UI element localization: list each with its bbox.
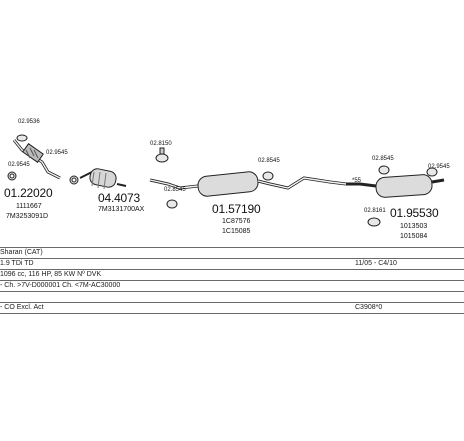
hanger-part-2 [166,199,178,209]
table-row: - CO Excl. Act C3908*0 [0,303,464,314]
hanger-part-3 [262,171,274,181]
hanger-part-4 [378,165,390,175]
hanger-part-5 [426,167,438,177]
vehicle-cell: Sharan (CAT) [0,249,43,256]
clamp-part-2 [69,175,79,185]
part-ref-label: 02.8545 [164,187,186,193]
vehicle-cell: - CO Excl. Act [0,304,44,311]
hanger-part-1 [155,147,169,163]
table-row: Sharan (CAT) [0,247,464,259]
front-pipe-part [12,139,61,180]
oem-number: 1015084 [400,233,428,240]
table-row [0,292,464,303]
vehicle-cell: - Ch. >7V-D000001 Ch. <7M-AC30000 [0,282,121,289]
catalytic-converter-part [79,168,127,190]
part-ref-label: 02.9536 [18,119,40,125]
part-number: 04.4073 [98,191,140,205]
part-ref-label: 02.9545 [428,164,450,170]
part-ref-label: 02.9545 [46,150,68,156]
oem-number: 1111667 [16,203,42,210]
rear-muffler-part [346,174,445,198]
vehicle-cell: 1.9 TDi TD [0,260,34,267]
oem-number: 1C87576 [222,218,251,225]
part-number: 01.95530 [390,206,439,220]
center-muffler-part [149,171,347,197]
gasket-part-1 [16,134,28,142]
table-row: - Ch. >7V-D000001 Ch. <7M-AC30000 [0,281,464,292]
oem-number: 1013503 [400,223,428,230]
part-number: 01.57190 [212,202,261,216]
exhaust-drawing [7,134,445,227]
exhaust-system-diagram: 02.9536 02.9545 02.9545 01.22020 1111667… [4,119,450,240]
part-ref-label: 02.8545 [372,156,394,162]
vehicle-cell: 11/05 - C4/10 [355,260,397,267]
part-ref-label: *55 [352,178,362,184]
table-row: 1.9 TDi TD 11/05 - C4/10 [0,259,464,270]
oem-number: 7M3131700AX [98,206,145,213]
part-ref-label: 02.8161 [364,208,386,214]
clamp-part-1 [7,171,17,181]
vehicle-cell: 1096 cc, 116 HP, 85 KW Nº DVK [0,271,102,278]
oem-number: 7M3253091D [6,213,49,220]
vehicle-cell: C3908*0 [355,304,383,311]
part-ref-label: 02.8150 [150,141,172,147]
hanger-part-6 [367,217,381,227]
vehicle-info-table: Sharan (CAT) 1.9 TDi TD 11/05 - C4/10 10… [0,247,464,314]
table-row: 1096 cc, 116 HP, 85 KW Nº DVK [0,270,464,281]
part-ref-label: 02.9545 [8,162,30,168]
part-number: 01.22020 [4,186,53,200]
part-ref-label: 02.8545 [258,158,280,164]
oem-number: 1C15085 [222,228,251,235]
